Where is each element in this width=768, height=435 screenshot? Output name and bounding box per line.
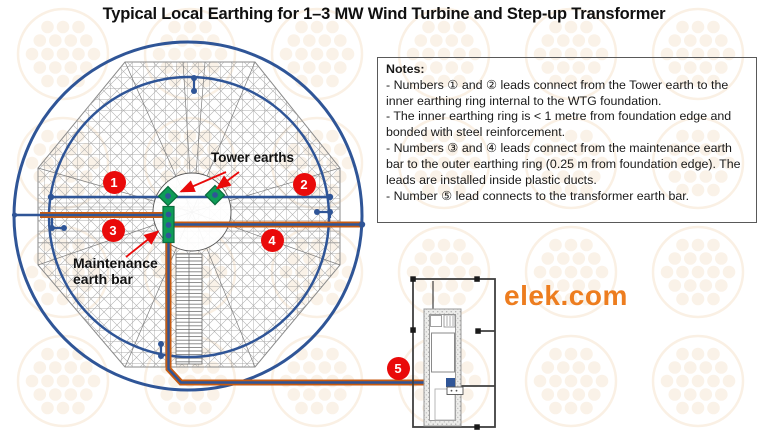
enclosure-nodes xyxy=(410,276,481,430)
lead-marker-4: 4 xyxy=(260,228,284,252)
lead-marker-2: 2 xyxy=(292,172,316,196)
note-line: - The inner earthing ring is < 1 metre f… xyxy=(386,109,732,140)
label-maintenance-earth-bar: Maintenance earth bar xyxy=(73,255,158,288)
lead-4-duct xyxy=(174,221,366,228)
lead-5-connection-node xyxy=(446,378,455,387)
arrow-to-tower-earth-right xyxy=(215,171,240,190)
page-title: Typical Local Earthing for 1–3 MW Wind T… xyxy=(102,5,666,23)
note-line: - Number ⑤ lead connects to the transfor… xyxy=(386,188,690,203)
transformer-enclosure xyxy=(410,276,496,430)
notes-heading: Notes: xyxy=(386,62,425,76)
ring-bonding-stubs xyxy=(49,75,333,359)
lead-3-duct xyxy=(11,212,163,218)
arrow-to-tower-earth-left xyxy=(179,171,227,193)
note-line: - Numbers ③ and ④ leads connect from the… xyxy=(386,141,741,187)
label-tower-earths: Tower earths xyxy=(211,150,295,165)
transformer-pad xyxy=(423,308,462,427)
access-ladder xyxy=(175,253,203,365)
lead-5-duct xyxy=(165,240,451,386)
lead-marker-1: 1 xyxy=(102,170,126,194)
maintenance-earth-bar xyxy=(162,205,175,244)
transformer-body xyxy=(431,332,455,373)
annotation-arrows xyxy=(125,171,240,258)
tower-earth-electrodes xyxy=(157,184,226,207)
notes-box: Notes: - Numbers ① and ② leads connect f… xyxy=(377,57,757,223)
lead-1-2-tower-to-inner-ring xyxy=(47,193,334,201)
lead-marker-5: 5 xyxy=(386,356,410,380)
lead-marker-3: 3 xyxy=(101,218,125,242)
transformer-earth-bar xyxy=(446,386,464,395)
arrow-to-maintenance-bar xyxy=(125,230,160,258)
note-line: - Numbers ① and ② leads connect from the… xyxy=(386,77,729,108)
elek-logo: elek.com xyxy=(504,280,628,311)
